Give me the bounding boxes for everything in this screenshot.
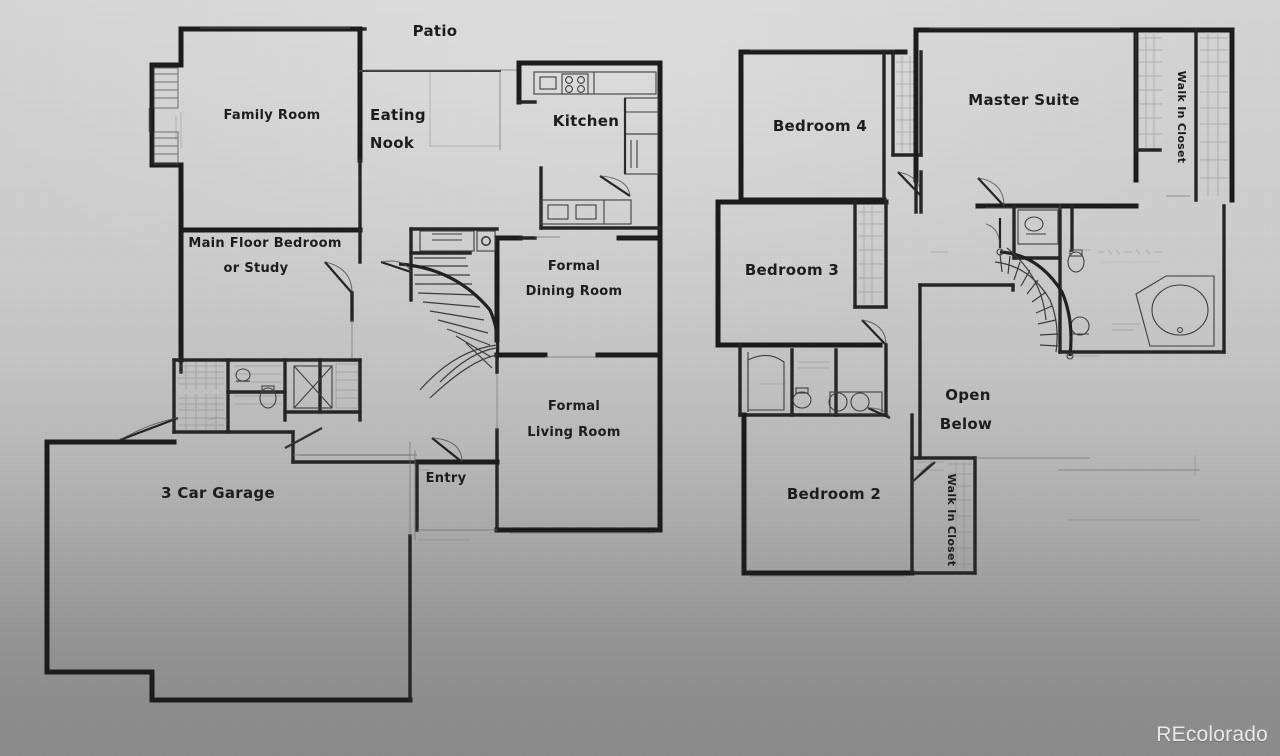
label-open-below-l1: Open (945, 386, 991, 404)
bedroom-3-closet (853, 200, 888, 309)
label-patio: Patio (413, 22, 458, 40)
bath-fixtures (235, 368, 277, 409)
upper-staircase (985, 218, 1074, 360)
stair-treads (414, 257, 493, 369)
master-walk-in-closet-walls (1133, 27, 1235, 203)
kitchen-walls (516, 60, 663, 241)
kitchen-counter-top (533, 71, 657, 95)
family-room-windows (148, 67, 179, 165)
label-main-floor-bed: Main Floor Bedroom (188, 236, 341, 251)
master-bathroom (1012, 195, 1226, 354)
bedroom-4-closet (891, 50, 923, 157)
main-floor-bedroom-walls (178, 227, 363, 374)
family-room-walls (148, 26, 367, 233)
master-second-sink (1070, 316, 1090, 336)
kitchen-right-fixtures (623, 97, 659, 175)
bedroom-2-walls (741, 412, 977, 577)
entry-walls (291, 437, 500, 532)
label-open-below-l2: Below (940, 415, 992, 433)
label-bedroom-4: Bedroom 4 (773, 117, 867, 135)
kitchen-island (540, 199, 632, 225)
recolorado-watermark: REcolorado (1156, 723, 1268, 746)
label-or-study: or Study (224, 261, 289, 276)
label-eating-nook-l1: Eating (370, 106, 426, 124)
bedroom-3-walls (715, 199, 889, 348)
bedroom-2-walk-in-closet-walls (910, 456, 977, 575)
label-entry: Entry (426, 471, 467, 486)
label-dining-l1: Formal (548, 259, 600, 274)
hall-bath-sinks (828, 391, 883, 415)
label-bedroom-3: Bedroom 3 (745, 261, 839, 279)
label-living-l1: Formal (548, 399, 600, 414)
formal-dining-room-walls (494, 235, 663, 358)
master-closet-hatch (1134, 28, 1162, 152)
label-master-suite: Master Suite (968, 91, 1080, 109)
upper-level-labels: Bedroom 4 Master Suite Bedroom 3 Bedroom… (745, 71, 1188, 567)
upper-level-plan: Bedroom 4 Master Suite Bedroom 3 Bedroom… (715, 27, 1235, 577)
label-bedroom-2: Bedroom 2 (787, 485, 881, 503)
label-master-walk-in-closet: Walk In Closet (1175, 71, 1188, 164)
laundry-cabinet-hatch (178, 362, 281, 430)
master-tub (1135, 275, 1215, 347)
open-below-area (918, 218, 1200, 521)
label-kitchen: Kitchen (553, 112, 619, 130)
main-level-plan: Patio Family Room Eating Nook Kitchen Ma… (44, 22, 663, 703)
master-suite-walls (913, 27, 1235, 214)
label-living-l2: Living Room (527, 425, 620, 440)
label-family-room: Family Room (223, 108, 320, 123)
garage-walls (44, 439, 470, 703)
hall-bath-toilet (792, 387, 812, 409)
main-staircase (380, 227, 500, 399)
laundry-mudroom-cluster (119, 358, 362, 464)
eating-nook-walls (359, 69, 520, 150)
formal-living-room-walls (494, 352, 663, 534)
label-bedroom2-walk-in-closet: Walk In Closet (945, 474, 958, 567)
master-vanity (1017, 209, 1059, 245)
master-bath-faint-text (1098, 249, 1162, 331)
master-toilet (1067, 249, 1085, 273)
main-level-labels: Patio Family Room Eating Nook Kitchen Ma… (161, 22, 622, 502)
closet-hatch-right (335, 363, 359, 409)
upper-hall-bath (738, 343, 891, 420)
label-dining-l2: Dining Room (526, 284, 623, 299)
label-eating-nook-l2: Nook (370, 134, 415, 152)
label-3-car-garage: 3 Car Garage (161, 484, 275, 502)
shower-stall (293, 365, 333, 409)
